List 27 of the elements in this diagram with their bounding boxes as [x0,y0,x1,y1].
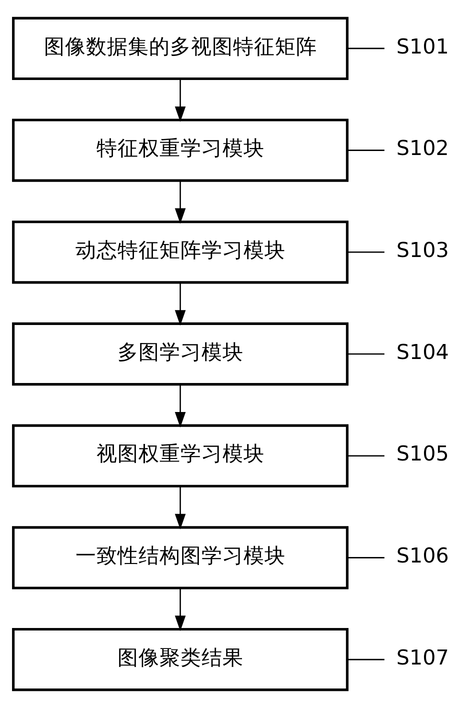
node-box: 图像聚类结果 [12,628,349,692]
arrow [174,588,186,632]
node-text: S103 [396,238,449,262]
arrow [174,486,186,530]
node-text: S106 [396,544,449,568]
arrow [174,384,186,428]
connector [347,252,384,253]
node-box: 视图权重学习模块 [12,424,349,488]
arrow [174,282,186,326]
node-box: 多图学习模块 [12,322,349,386]
connector [347,658,384,660]
connector [347,48,384,50]
arrow [174,79,186,122]
connector [347,557,384,558]
connector [347,150,384,151]
node-text: S101 [396,34,449,58]
node-box: 特征权重学习模块 [12,118,349,182]
connector [347,353,384,355]
node-text: S102 [396,136,449,160]
node-box: 一致性结构图学习模块 [12,526,349,590]
connector [347,455,384,456]
node-box: 动态特征矩阵学习模块 [12,220,349,284]
node-text: S107 [396,645,449,670]
node-box: 图像数据集的多视图特征矩阵 [12,16,349,80]
arrow [174,180,186,224]
node-text: S104 [396,340,449,364]
node-text: S105 [396,442,449,466]
